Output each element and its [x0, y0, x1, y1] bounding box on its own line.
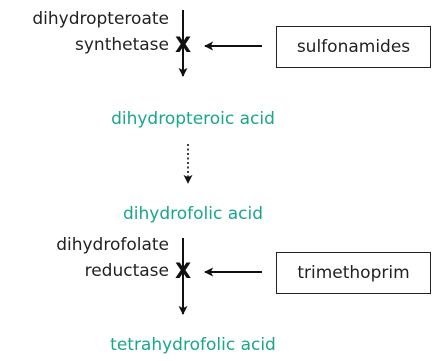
product-dihydropteroic-acid: dihydropteroic acid [111, 109, 275, 129]
product-tetrahydrofolic-acid: tetrahydrofolic acid [110, 335, 276, 355]
enzyme-2-line1: dihydrofolate [56, 235, 169, 255]
enzyme-1-line2: synthetase [75, 35, 169, 55]
sulfonamides-label: sulfonamides [296, 37, 411, 57]
block-cross-icon: X [175, 259, 192, 283]
trimethoprim-box: trimethoprim [276, 252, 431, 294]
enzyme-1-line1: dihydropteroate [32, 9, 169, 29]
enzyme-2-line2: reductase [84, 261, 169, 281]
product-dihydrofolic-acid: dihydrofolic acid [122, 204, 264, 224]
block-cross-icon: X [175, 33, 192, 57]
trimethoprim-label: trimethoprim [297, 263, 410, 283]
sulfonamides-box: sulfonamides [276, 26, 431, 68]
